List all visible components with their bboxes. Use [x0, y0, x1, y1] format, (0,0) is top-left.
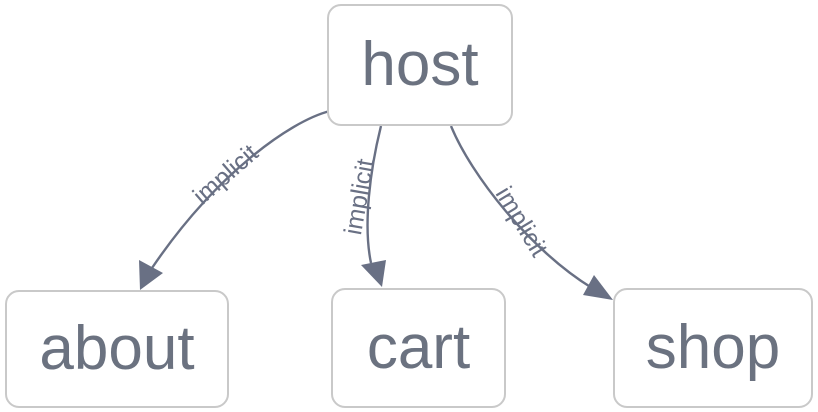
node-cart-label: cart [366, 313, 471, 382]
edge-host-about-path [151, 109, 331, 269]
edge-host-about-arrowhead [139, 260, 163, 290]
edge-host-cart[interactable] [361, 125, 386, 287]
node-host[interactable]: host [327, 4, 513, 126]
edge-host-about[interactable] [139, 109, 331, 290]
node-about[interactable]: about [5, 290, 229, 408]
edge-host-shop-path [449, 125, 593, 290]
node-shop[interactable]: shop [613, 288, 813, 408]
edge-host-shop[interactable] [449, 125, 613, 300]
edge-host-cart-path [366, 125, 383, 264]
node-shop-label: shop [645, 313, 781, 382]
edge-host-shop-arrowhead [583, 275, 613, 300]
node-cart[interactable]: cart [331, 288, 506, 408]
edge-host-cart-arrowhead [361, 260, 386, 287]
node-host-label: host [361, 30, 479, 99]
node-about-label: about [39, 314, 195, 383]
